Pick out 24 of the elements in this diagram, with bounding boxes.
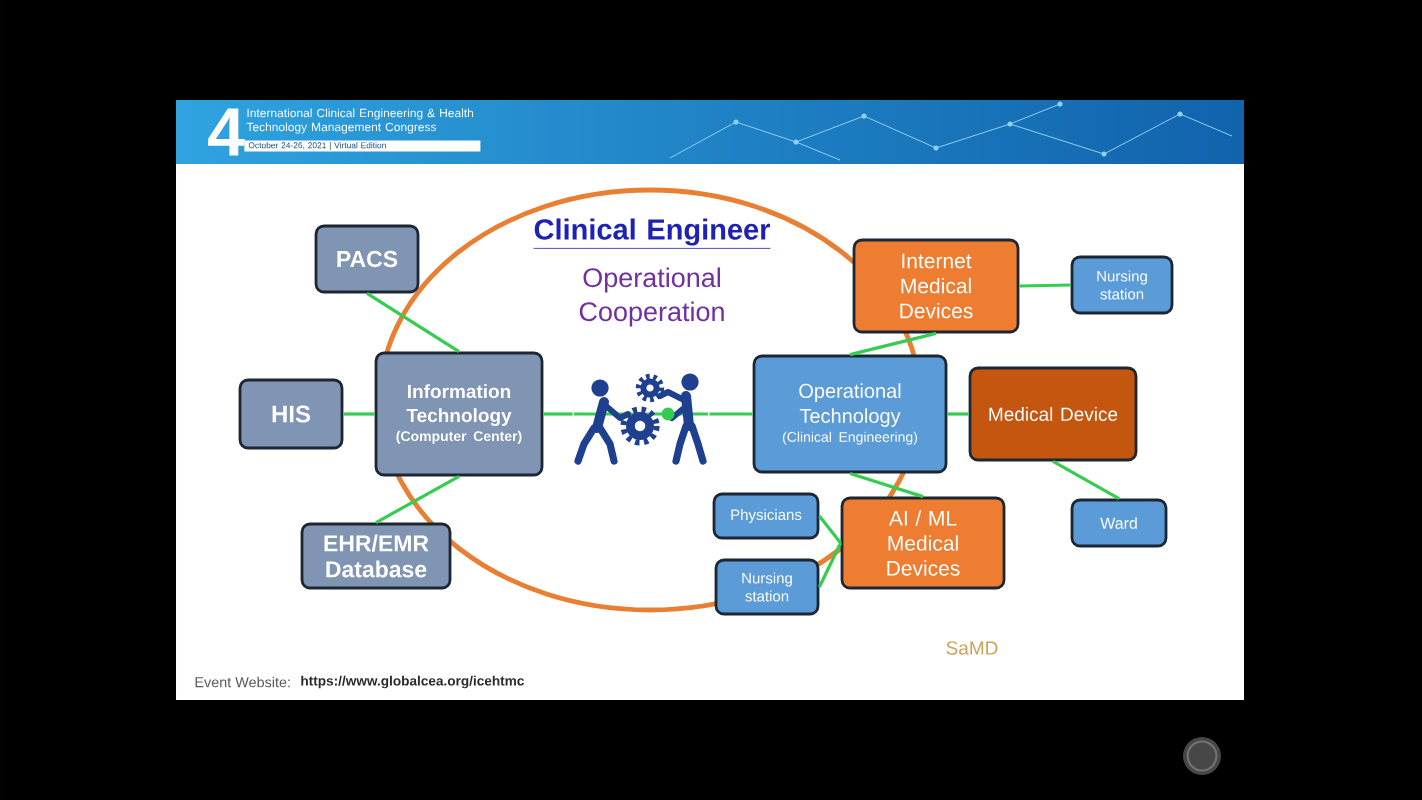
subheading: Operational Cooperation <box>579 267 724 327</box>
rounded-box: AI / ML Medical Devices <box>840 496 1006 590</box>
connector-line <box>1019 283 1071 288</box>
teamwork-gears-icon <box>574 373 708 465</box>
rounded-box: Ward <box>1070 498 1168 548</box>
numeral: 4 <box>208 108 245 156</box>
rounded-box: EHR/EMR Database <box>300 522 452 590</box>
connector-line <box>709 412 753 416</box>
connector-line <box>343 412 375 416</box>
connector-line <box>849 331 937 357</box>
connector-line <box>543 412 573 416</box>
connector-line <box>818 515 842 544</box>
heading: Clinical Engineer <box>533 218 771 249</box>
rounded-box: HIS <box>238 378 344 450</box>
rounded-box: Medical Device <box>968 366 1138 462</box>
rounded-box: Internet Medical Devices <box>852 238 1020 334</box>
connector-line <box>1052 460 1120 500</box>
connector-line <box>817 542 843 588</box>
connector-line <box>366 292 460 353</box>
connector-line <box>947 412 969 416</box>
rounded-box: PACS <box>314 224 420 294</box>
connector-line <box>375 475 460 524</box>
connector-line <box>849 471 924 499</box>
node-caption: SaMD <box>946 641 998 655</box>
